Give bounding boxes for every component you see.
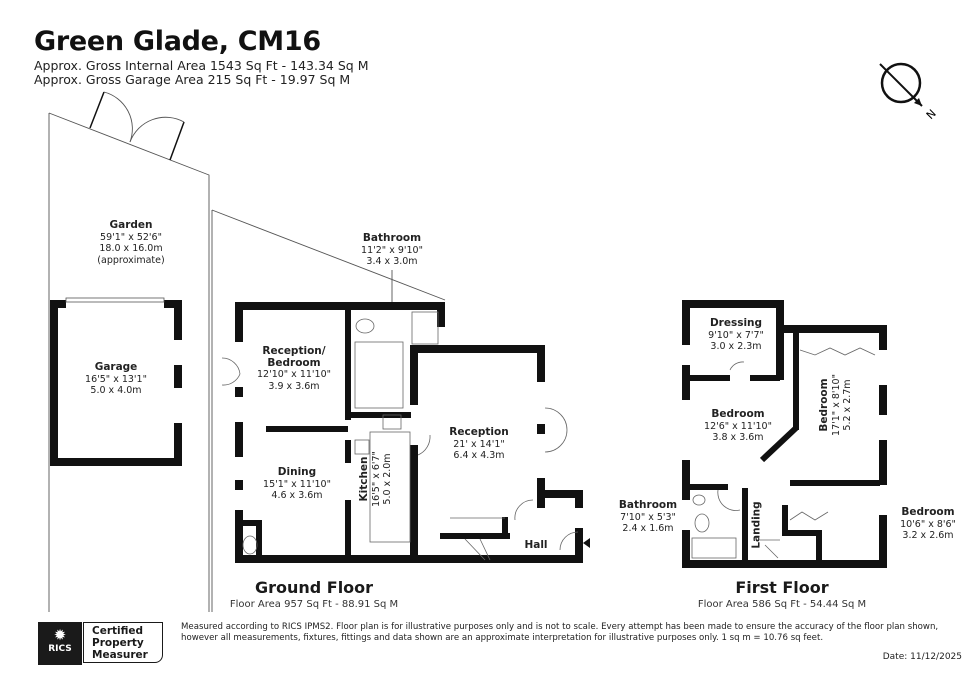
room-label-kitchen: Kitchen 16'5" x 6'7" 5.0 x 2.0m [357,451,393,507]
first-floor-title: First Floor [735,578,829,597]
internal-area: Approx. Gross Internal Area 1543 Sq Ft -… [34,58,369,73]
first-floor-walls [682,300,887,568]
room-label-garden: Garden 59'1" x 52'6" 18.0 x 16.0m (appro… [97,219,165,266]
room-label-bedroom-3: Bedroom 10'6" x 8'6" 3.2 x 2.6m [900,506,956,541]
entrance-arrow-icon [583,538,590,548]
compass-icon: N [879,62,939,122]
room-label-landing: Landing [750,501,763,549]
svg-text:N: N [924,107,939,122]
ground-floor-fixtures [221,311,579,561]
ground-floor-title: Ground Floor [254,578,374,597]
disclaimer-text: Measured according to RICS IPMS2. Floor … [181,622,939,643]
room-label-reception-bedroom: Reception/ Bedroom 12'10" x 11'10" 3.9 x… [257,345,331,392]
room-label-bedroom-1: Bedroom 12'6" x 11'10" 3.8 x 3.6m [704,408,772,443]
room-label-dining: Dining 15'1" x 11'10" 4.6 x 3.6m [263,466,331,501]
room-label-bathroom-first: Bathroom 7'10" x 5'3" 2.4 x 1.6m [618,499,678,534]
rics-logo: ✹ RICS [38,622,82,665]
plan-date: Date: 11/12/2025 [882,652,962,662]
room-label-garage: Garage 16'5" x 13'1" 5.0 x 4.0m [85,361,147,396]
room-label-reception: Reception 21' x 14'1" 6.4 x 4.3m [449,426,509,461]
room-label-bedroom-2: Bedroom 17'1" x 8'10" 5.2 x 2.7m [817,374,853,436]
room-label-hall: Hall [524,539,548,551]
garage-area: Approx. Gross Garage Area 215 Sq Ft - 19… [34,72,351,87]
first-floor-area: Floor Area 586 Sq Ft - 54.44 Sq M [697,599,867,610]
property-title: Green Glade, CM16 [34,26,321,57]
rics-certified-badge: ✹ RICS Certified Property Measurer [38,622,166,665]
ground-floor-area: Floor Area 957 Sq Ft - 88.91 Sq M [229,599,399,610]
ground-floor-walls [235,302,583,563]
first-floor-fixtures [691,347,876,559]
room-label-bathroom: Bathroom 11'2" x 9'10" 3.4 x 3.0m [361,232,423,267]
lion-icon: ✹ [53,626,67,644]
garden-outline [48,91,446,612]
garage-walls [50,300,182,466]
room-label-dressing: Dressing 9'10" x 7'7" 3.0 x 2.3m [708,317,764,352]
